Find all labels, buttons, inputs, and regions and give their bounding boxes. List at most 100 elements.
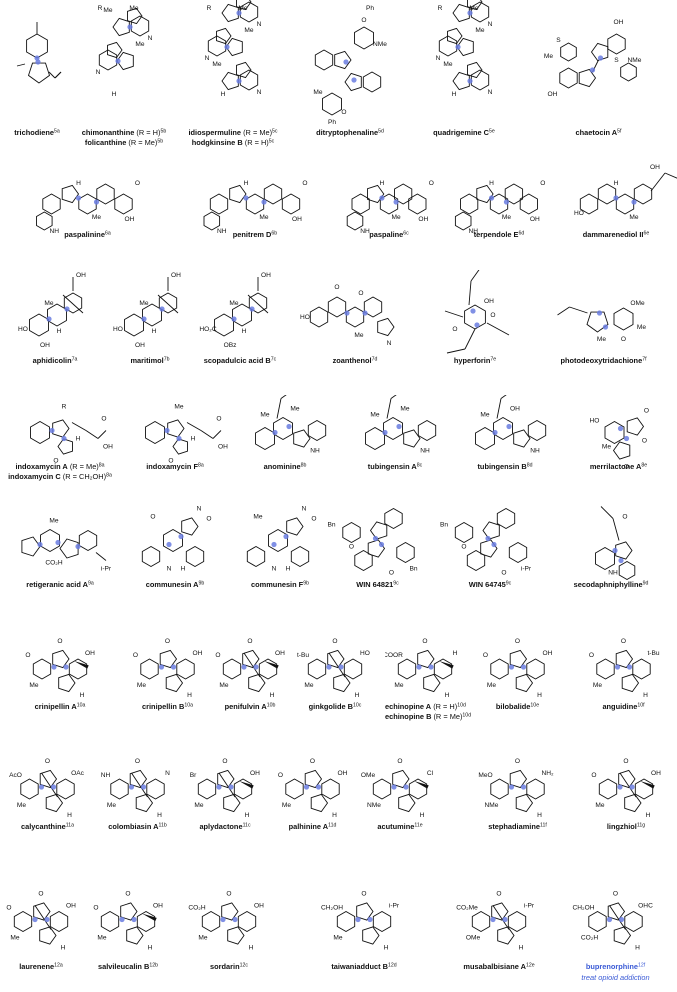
ring-bond [515,673,534,693]
ring-bond [290,545,310,568]
ring-bond [36,211,53,231]
compound-name: sordarin [210,962,240,971]
ring-bond [146,778,165,800]
atom-label: OH [193,650,203,657]
quaternary-carbon-marker [467,78,473,84]
ring-bond [52,419,70,438]
compound-label: terpendole E6d [443,230,555,239]
compound-name: zoanthenol [332,356,372,365]
reference-number: 11e [414,822,423,829]
atom-label: N [257,21,262,28]
reference-number: 12d [388,962,397,969]
ring-bond [232,303,252,327]
atom-label: O [623,758,628,765]
atom-label: NH [530,448,540,455]
reference-number: 5f [617,128,622,135]
ring-bond [96,183,115,205]
ring-bond [237,910,257,933]
atom-label: Me [597,336,606,343]
atom-label: Me [282,802,291,809]
quaternary-carbon-marker [474,322,480,328]
reference-number: 11c [242,822,251,829]
ring-bond [248,292,268,314]
atom-label: OH [543,650,553,657]
atom-label: H [152,328,157,335]
quaternary-carbon-marker [416,664,422,670]
ring-bond [20,778,39,800]
atom-label: OH [153,903,163,910]
compound-name: stephadiamine [488,822,540,831]
ring-bond [78,193,97,215]
compound-label: paspaline6c [335,230,443,239]
quaternary-carbon-marker [51,664,57,670]
ring-bond [526,778,545,800]
compound-secodaphniphylline: OONHsecodaphniphylline9d [545,505,677,620]
ring-bond [618,560,636,581]
atom-label: H [643,692,648,699]
ring-bond [47,303,67,327]
atom-label: Me [394,682,403,689]
ring-bond [201,910,221,933]
quaternary-carbon-marker [93,199,100,205]
atom-label: H [221,91,226,98]
bond [328,652,346,678]
reference-number: 10e [530,702,540,709]
ring-bond [42,193,61,215]
atom-label: OH [261,272,271,279]
atom-label: H [148,945,153,952]
ring-bond [209,193,229,215]
ring-bond [351,193,370,215]
ring-bond [130,15,150,37]
ring-bond [310,793,329,813]
atom-label: Me [135,41,144,48]
compound-label: maritimol7b [110,356,190,365]
atom-label: OH [171,272,181,279]
ring-bond [307,658,327,680]
compound-label: chaetocin A5f [520,128,677,137]
quaternary-carbon-marker [50,784,57,790]
atom-label: O [358,290,363,297]
wedge-bond [74,661,89,669]
atom-label: O [6,905,11,912]
atom-label: O [215,652,220,659]
atom-label: AcO [9,772,22,779]
ring-bond [408,193,427,215]
reference-number: 11d [328,822,337,829]
ring-bond [363,296,383,318]
atom-label: NH [101,772,111,779]
quaternary-carbon-marker [520,784,527,790]
quaternary-carbon-marker [355,916,361,923]
ring-bond [447,27,463,45]
atom-label: Me [370,412,379,419]
ring-bond [496,507,516,530]
bond [612,518,620,541]
atom-label: H [191,436,196,443]
quaternary-carbon-marker [236,78,242,84]
compound-name: penifulvin A [224,702,267,711]
atom-label: Me [49,518,58,525]
ring-bond [438,35,458,57]
quaternary-carbon-marker [119,916,125,923]
ring-bond [21,536,41,557]
reference-number: 8c [416,462,423,469]
compound-name: communesin A [145,580,199,589]
atom-label: H [445,692,450,699]
atom-label: R [98,5,103,12]
compound-name: chaetocin A [575,128,618,137]
atom-label: Me [229,300,238,307]
bond [492,905,510,930]
ring-bond [508,541,528,564]
atom-label: NMe [367,802,381,809]
atom-label: H [453,650,458,657]
reference-number: 9a [87,580,94,587]
